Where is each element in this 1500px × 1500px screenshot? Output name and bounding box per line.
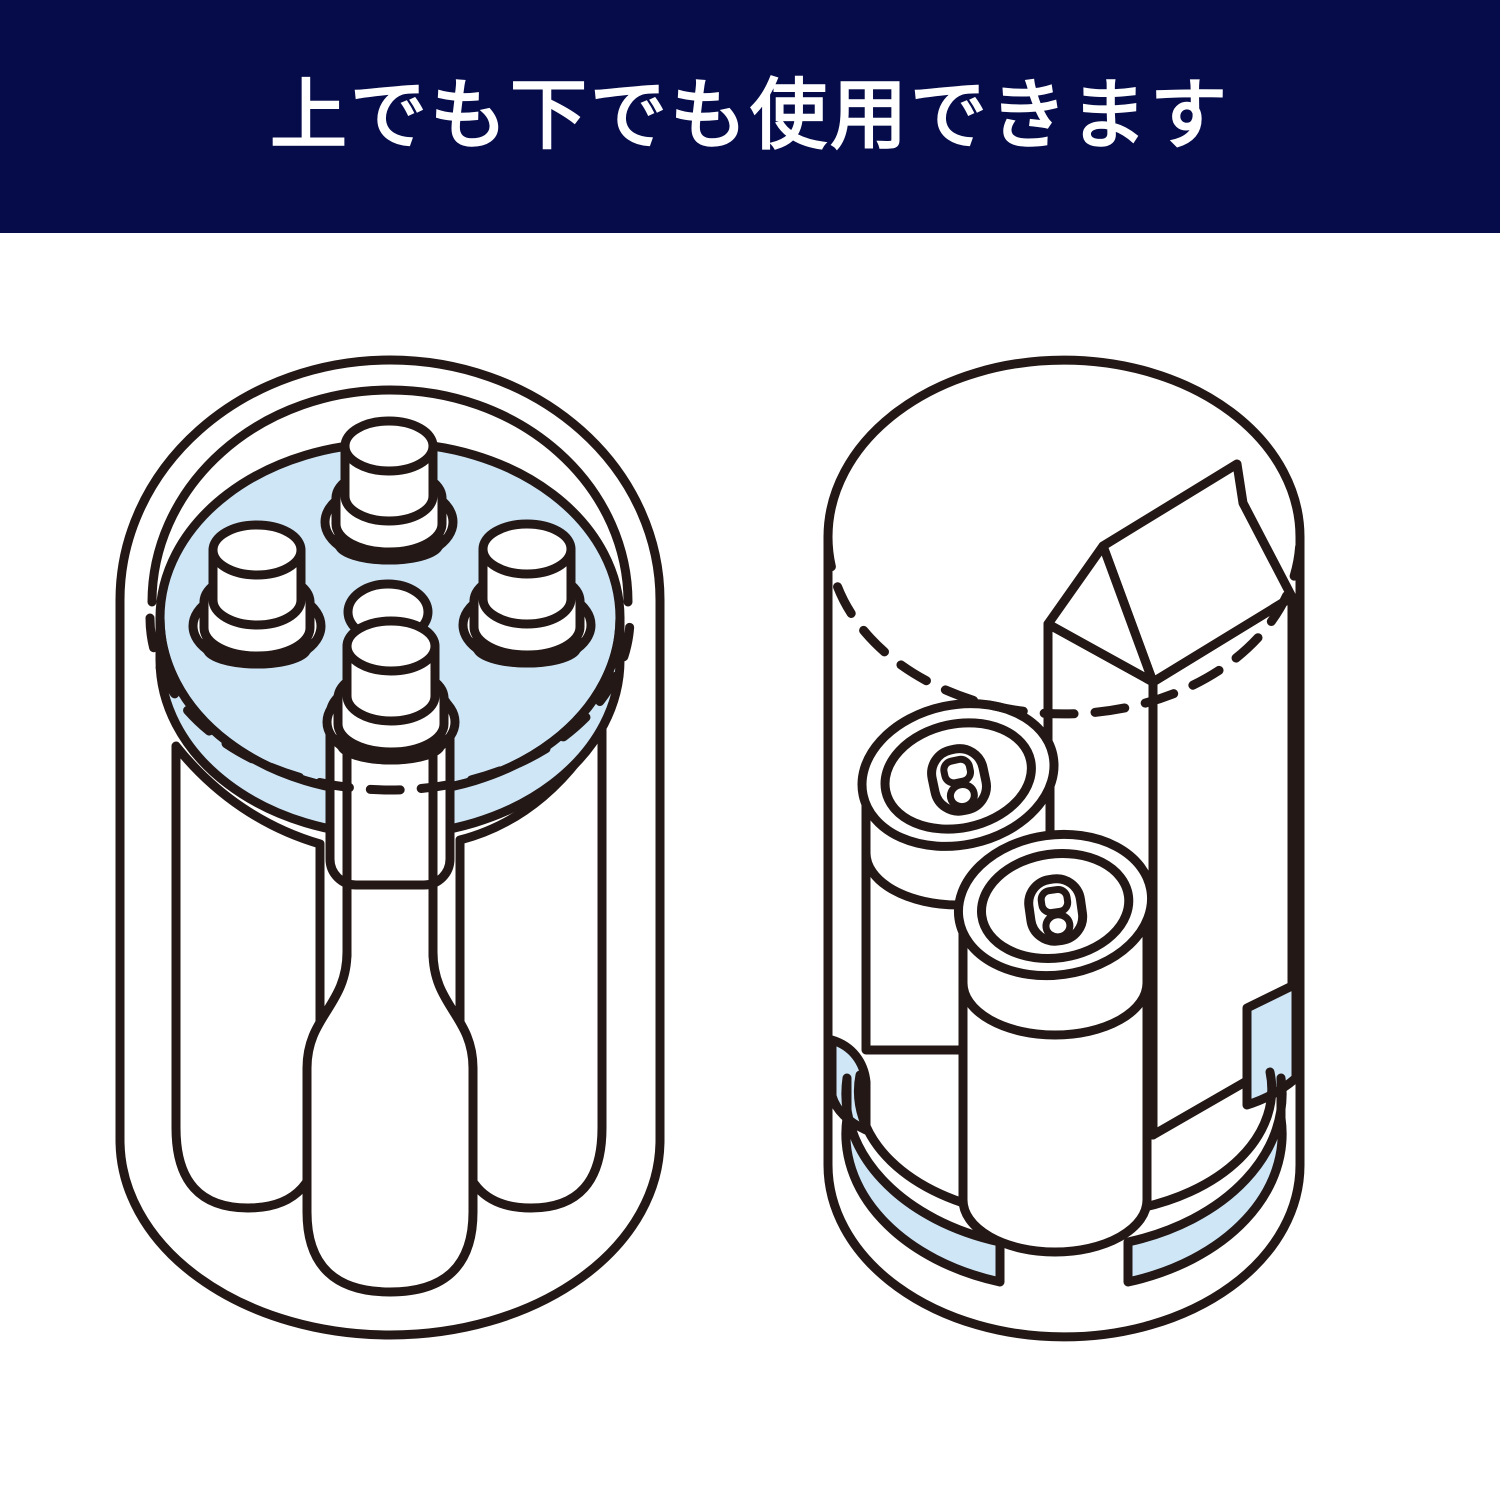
hidden-edge-dashed-line <box>145 613 635 795</box>
tray-crescent-right <box>1123 1073 1287 1287</box>
carton-gable-left-triangle <box>1043 541 1158 687</box>
tray-crescent-right-step <box>1125 1067 1277 1215</box>
page-title: 上でも下でも使用できます <box>270 73 1230 159</box>
can-neck-line <box>958 978 1152 1040</box>
tray-crescent-left <box>841 1073 1005 1287</box>
hidden-edge-dashed-line <box>823 532 1305 719</box>
can-front <box>953 829 1157 1257</box>
illustration-tray-top <box>115 355 665 1340</box>
header-banner: 上でも下でも使用できます <box>0 0 1500 233</box>
container-inner-rim <box>147 385 633 607</box>
illustration-tray-bottom <box>823 355 1305 1342</box>
can-body <box>958 910 1152 1257</box>
